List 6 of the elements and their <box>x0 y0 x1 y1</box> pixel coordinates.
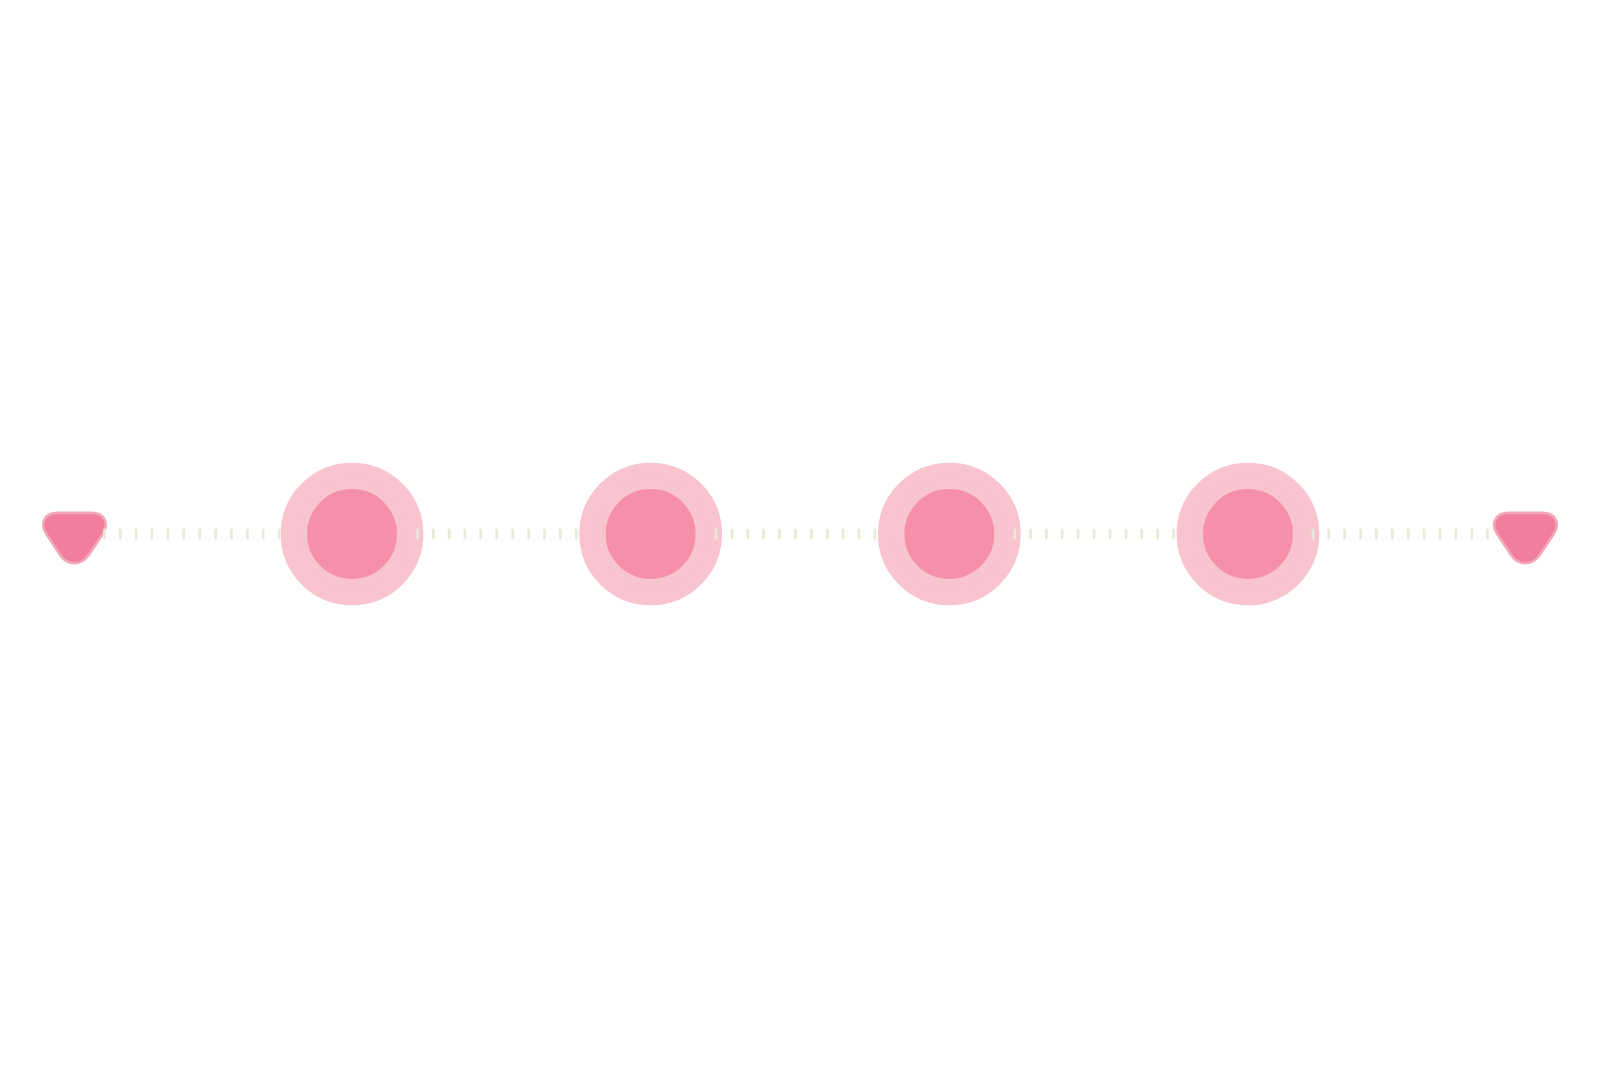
node-heart <box>1492 510 1558 564</box>
node-heart <box>42 510 108 564</box>
node-donut <box>579 461 723 605</box>
node-donut <box>1176 461 1320 605</box>
node-donut <box>280 461 424 605</box>
node-donut <box>877 461 1021 605</box>
